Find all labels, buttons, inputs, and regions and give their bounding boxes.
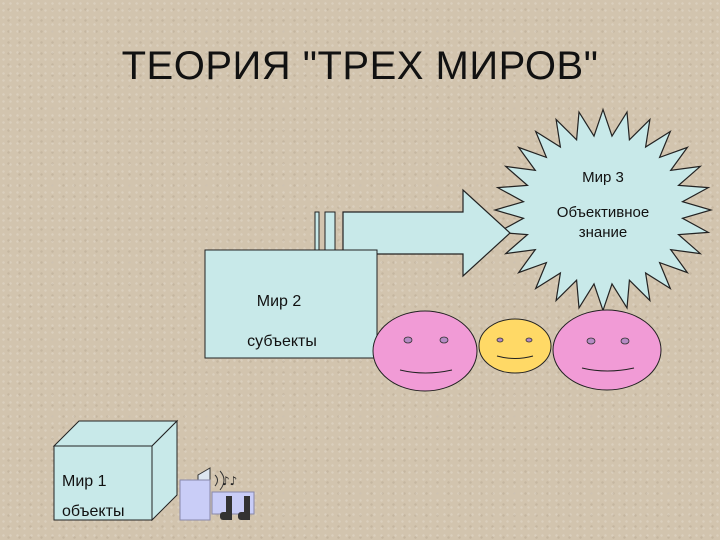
world3-label: Мир 3: [582, 169, 624, 186]
world3-line2: знание: [579, 224, 628, 241]
smiley-face-left: [373, 311, 477, 391]
smiley-face-center: [479, 319, 551, 373]
world2-label: Мир 2: [257, 293, 302, 310]
svg-text:♪♪: ♪♪: [222, 474, 237, 488]
world3-line1: Объективное: [557, 204, 649, 221]
smiley-face-right: [553, 310, 661, 390]
world2-desc: субъекты: [247, 333, 317, 350]
world1-desc: объекты: [62, 503, 124, 520]
sound-music-icon: ♪♪: [180, 468, 254, 520]
world1-label: Мир 1: [62, 473, 107, 490]
